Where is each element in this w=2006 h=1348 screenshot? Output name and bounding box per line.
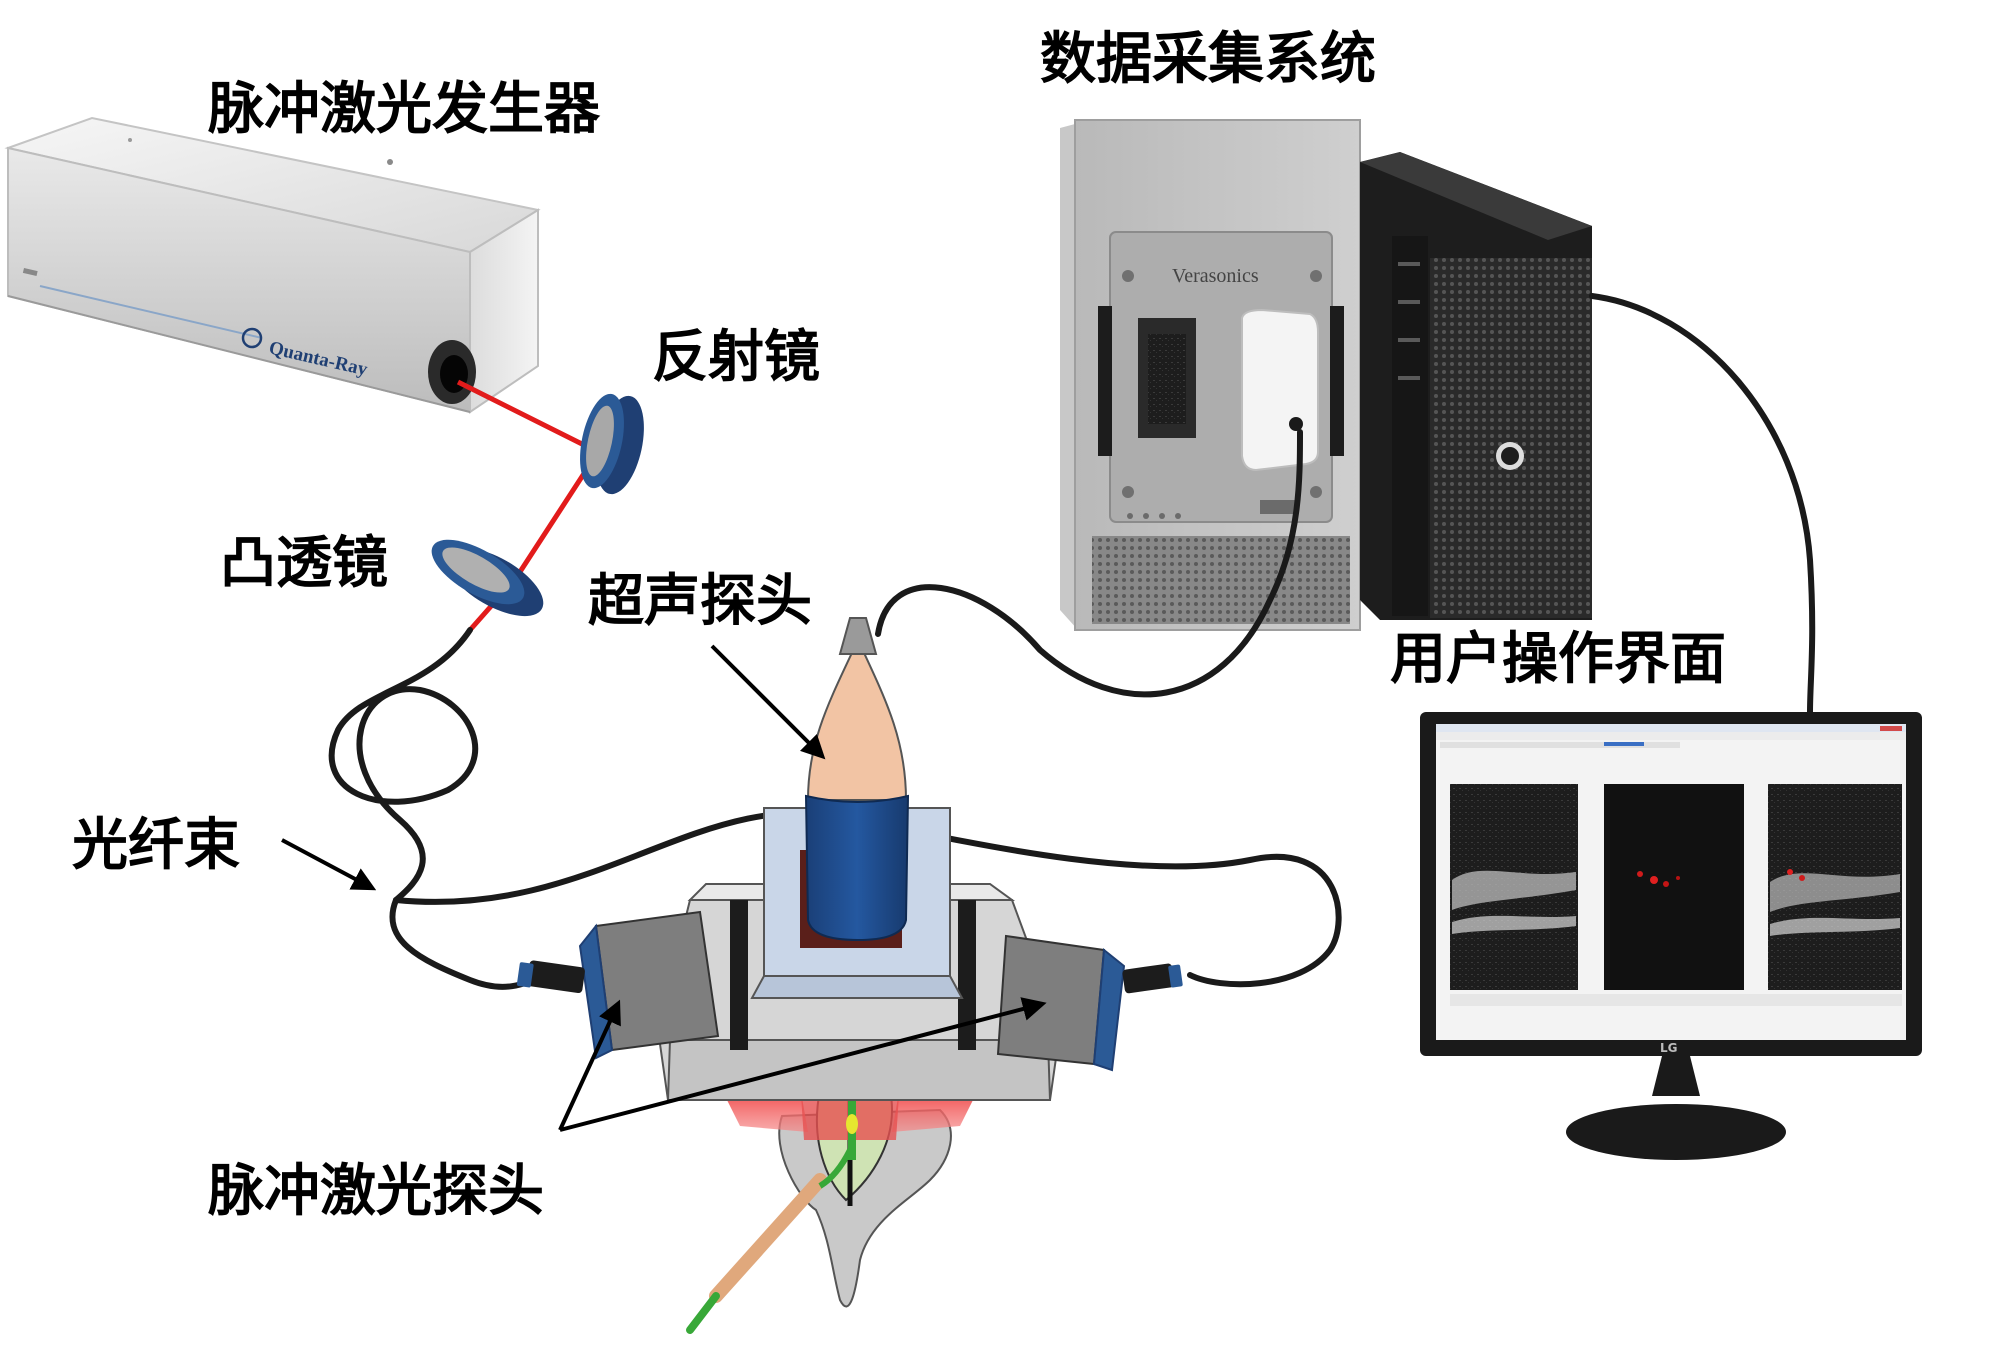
fiber-bundle-cable (328, 627, 563, 990)
ultrasound-probe (804, 617, 910, 942)
daq-brand-text: Verasonics (1172, 265, 1259, 287)
screw-icon (1310, 270, 1322, 282)
label-user-interface: 用户操作界面 (1390, 627, 1726, 692)
pulsed-laser-generator: Quanta-Ray (4, 116, 541, 414)
laser-probe-left (516, 910, 720, 1060)
monitor-cable (1589, 293, 1816, 715)
lg-logo-icon: LG (1660, 1041, 1678, 1055)
label-daq-system: 数据采集系统 (1040, 27, 1376, 92)
data-acquisition-system: Verasonics (1060, 119, 1592, 631)
label-laser-probe: 脉冲激光探头 (208, 1159, 544, 1224)
arrow-to-ultrasound-probe (710, 644, 826, 760)
imaging-fixture (516, 617, 1183, 1334)
label-ultrasound-probe: 超声探头 (588, 569, 812, 634)
label-laser-generator: 脉冲激光发生器 (208, 77, 600, 142)
arrow-to-right-laser-probe (559, 997, 1047, 1132)
arrow-to-left-laser-probe (558, 999, 621, 1131)
laser-probe-right (996, 934, 1183, 1072)
screw-icon (1122, 486, 1134, 498)
screw-icon (1122, 270, 1134, 282)
label-convex-lens: 凸透镜 (220, 531, 388, 596)
arrow-to-fiber-bundle (281, 838, 377, 891)
screw-icon (1310, 486, 1322, 498)
monitor: LG (1420, 712, 1922, 1160)
fiber-branch-right (393, 809, 1342, 988)
ultrasound-cable (875, 429, 1303, 698)
mirror (580, 393, 644, 495)
annotation-arrows (281, 644, 1047, 1132)
photoacoustic-image-pane (1604, 784, 1744, 990)
convex-lens (431, 539, 544, 617)
cables (328, 293, 1816, 990)
label-mirror: 反射镜 (652, 325, 820, 390)
label-fiber-bundle: 光纤束 (72, 813, 240, 878)
